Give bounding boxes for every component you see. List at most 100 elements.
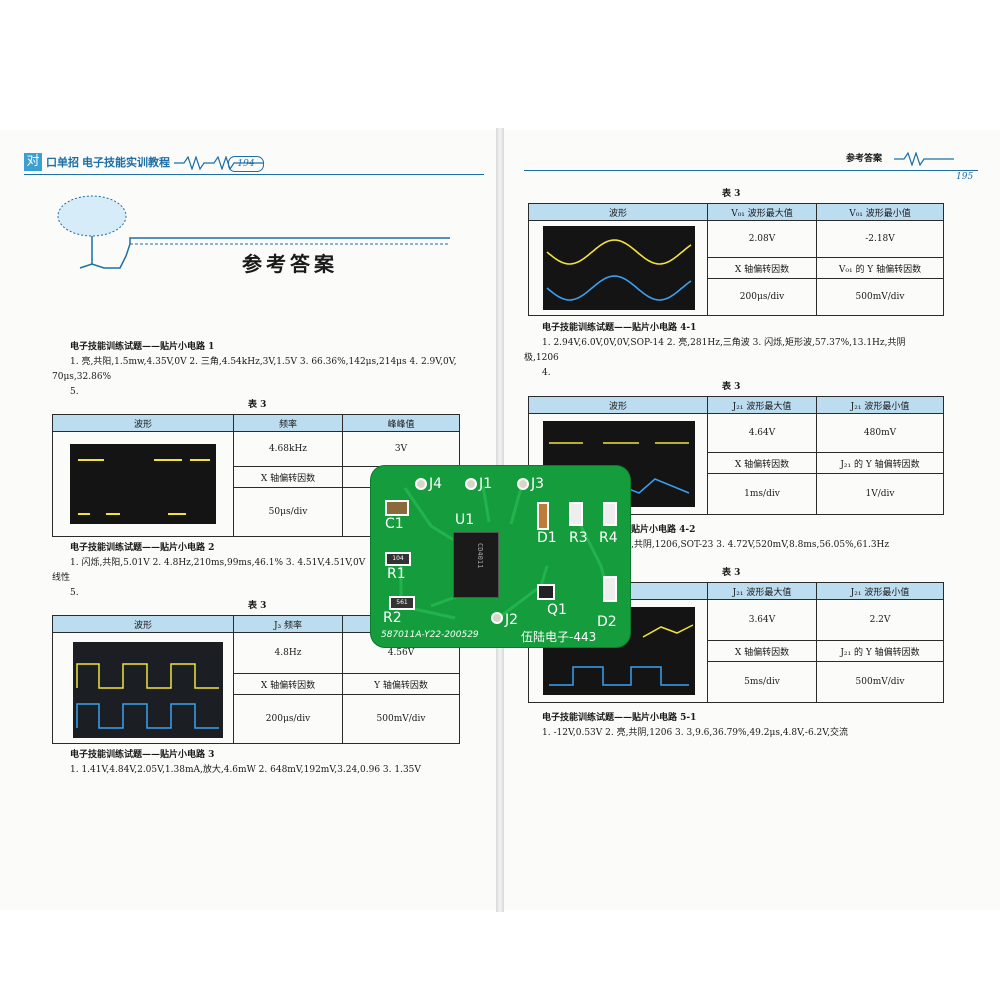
max-value: 3.64V xyxy=(707,599,817,641)
x-factor-value: 50μs/div xyxy=(233,487,343,537)
x-factor-label: X 轴偏转因数 xyxy=(707,452,817,474)
section1-line1: 1. 亮,共阳,1.5mw,4.35V,0V 2. 三角,4.54kHz,3V,… xyxy=(70,357,457,367)
diode-d1 xyxy=(537,502,549,530)
section1-heading: 电子技能训练试题——贴片小电路 1 xyxy=(70,342,215,352)
col-max: V₀₁ 波形最大值 xyxy=(707,203,817,221)
pcb-brand: 伍陆电子-443 xyxy=(521,630,597,644)
pad-j4 xyxy=(415,478,427,490)
section3-heading: 电子技能训练试题——贴片小电路 3 xyxy=(70,750,215,760)
section2-line3: 5. xyxy=(70,588,79,598)
label-q1: Q1 xyxy=(547,602,567,618)
col-waveform: 波形 xyxy=(52,615,234,633)
col-waveform: 波形 xyxy=(528,203,708,221)
min-value: -2.18V xyxy=(816,220,944,258)
header-prefix: 口单招 xyxy=(46,156,79,169)
x-factor-label: X 轴偏转因数 xyxy=(233,466,343,488)
right-header: 参考答案 195 xyxy=(524,150,978,182)
col-max: J₂₁ 波形最大值 xyxy=(707,396,817,414)
scope-dual-square-wave xyxy=(73,642,223,738)
resistor-r2: 561 xyxy=(389,596,415,610)
scope-sine-wave xyxy=(543,226,695,310)
min-value: 480mV xyxy=(816,413,944,453)
col-max: J₂₁ 波形最大值 xyxy=(707,582,817,600)
x-factor-label: X 轴偏转因数 xyxy=(233,673,343,695)
right-header-title: 参考答案 xyxy=(846,154,883,164)
col-frequency: 频率 xyxy=(233,414,343,432)
y-factor-label: Y 轴偏转因数 xyxy=(342,673,460,695)
x-factor-value: 1ms/div xyxy=(707,473,817,515)
transistor-q1 xyxy=(537,584,555,600)
x-factor-value: 200μs/div xyxy=(707,278,817,316)
y-factor-value: 500mV/div xyxy=(816,661,944,703)
freq-value: 4.68kHz xyxy=(233,431,343,467)
section1-line3: 5. xyxy=(70,387,79,397)
page-title: 参考答案 xyxy=(242,252,338,276)
chip-marking: CD4011 xyxy=(476,543,484,569)
pcb-code: 587011A-Y22-200529 xyxy=(381,630,479,640)
capacitor-c1 xyxy=(385,500,409,516)
label-j4: J4 xyxy=(429,476,443,492)
y-factor-value: 1V/div xyxy=(816,473,944,515)
label-r1: R1 xyxy=(387,566,406,582)
waveform-cell xyxy=(528,220,708,316)
title-decoration xyxy=(57,195,450,269)
right-page-number: 195 xyxy=(956,172,974,182)
led-d2 xyxy=(603,576,617,602)
table1-caption: 表 3 xyxy=(722,189,741,199)
label-d2: D2 xyxy=(597,614,617,630)
header-page-badge: 194 xyxy=(228,156,264,172)
header-rule xyxy=(24,174,484,175)
y-factor-value: 500mV/div xyxy=(342,694,460,744)
col-peak: 峰峰值 xyxy=(342,414,460,432)
col-min: J₂₁ 波形最小值 xyxy=(816,396,944,414)
y-factor-label: J₂₁ 的 Y 轴偏转因数 xyxy=(816,452,944,474)
pad-j2 xyxy=(491,612,503,624)
header-rule xyxy=(524,170,978,171)
section51-heading: 电子技能训练试题——贴片小电路 5-1 xyxy=(542,713,697,723)
section1-table-caption: 表 3 xyxy=(248,400,267,410)
x-factor-value: 200μs/div xyxy=(233,694,343,744)
table3-caption: 表 3 xyxy=(722,568,741,578)
max-value: 2.08V xyxy=(707,220,817,258)
section42-line1: ,共阴,1206,SOT-23 3. 4.72V,520mV,8.8ms,56.… xyxy=(631,540,890,550)
freq-value: 4.8Hz xyxy=(233,632,343,674)
label-j1: J1 xyxy=(479,476,493,492)
resistor-r1: 104 xyxy=(385,552,411,566)
header-wave-icon xyxy=(894,152,954,166)
col-waveform: 波形 xyxy=(52,414,234,432)
section2-line2: 线性 xyxy=(52,573,71,583)
label-j2: J2 xyxy=(505,612,519,628)
r2-marking: 561 xyxy=(396,599,408,606)
label-u1: U1 xyxy=(455,512,475,528)
min-value: 2.2V xyxy=(816,599,944,641)
pad-j3 xyxy=(517,478,529,490)
ic-u1: CD4011 xyxy=(453,532,499,598)
col-j3-frequency: J₃ 频率 xyxy=(233,615,343,633)
peak-value: 3V xyxy=(342,431,460,467)
label-j3: J3 xyxy=(531,476,545,492)
y-factor-label: V₀₁ 的 Y 轴偏转因数 xyxy=(816,257,944,279)
pcb-board: J4 J1 J3 C1 U1 CD4011 D1 R3 R4 104 R1 56… xyxy=(371,466,630,647)
resistor-r4 xyxy=(603,502,617,526)
r1-marking: 104 xyxy=(392,555,404,562)
pad-j1 xyxy=(465,478,477,490)
label-r3: R3 xyxy=(569,530,588,546)
section1-line2: 70μs,32.86% xyxy=(52,372,112,382)
x-factor-label: X 轴偏转因数 xyxy=(707,257,817,279)
col-min: J₂₁ 波形最小值 xyxy=(816,582,944,600)
x-factor-label: X 轴偏转因数 xyxy=(707,640,817,662)
label-d1: D1 xyxy=(537,530,557,546)
section2-heading: 电子技能训练试题——贴片小电路 2 xyxy=(70,543,215,553)
section2-table-caption: 表 3 xyxy=(248,601,267,611)
col-waveform: 波形 xyxy=(528,396,708,414)
max-value: 4.64V xyxy=(707,413,817,453)
table2-caption: 表 3 xyxy=(722,382,741,392)
waveform-cell xyxy=(52,431,234,537)
section41-heading: 电子技能训练试题——贴片小电路 4-1 xyxy=(542,323,697,333)
waveform-cell xyxy=(52,632,234,744)
sine-trace xyxy=(546,275,692,301)
section51-line1: 1. -12V,0.53V 2. 亮,共阴,1206 3. 3,9.6,36.7… xyxy=(542,728,849,738)
